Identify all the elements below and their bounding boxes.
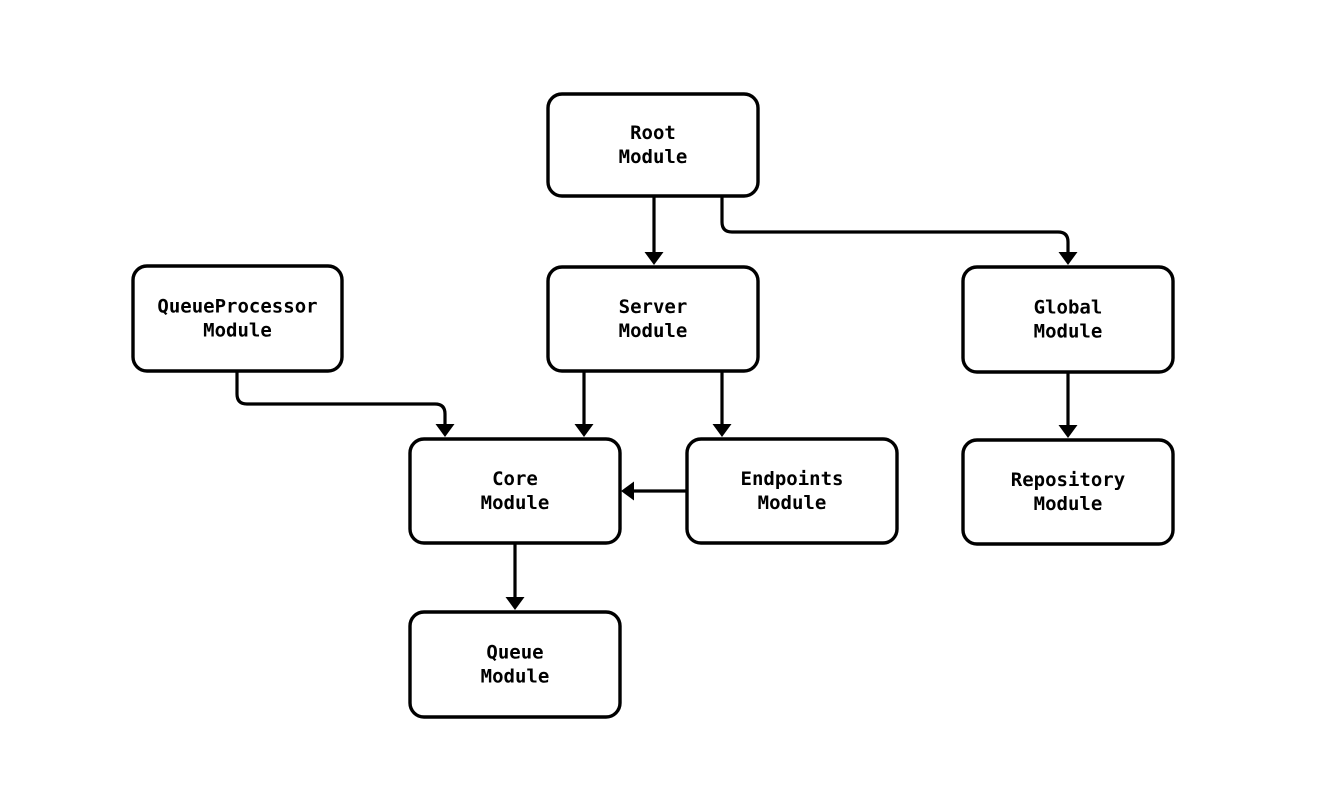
edge-root-to-global: [720, 196, 1078, 265]
node-label-line2: Module: [481, 665, 550, 687]
node-box[interactable]: [131, 264, 344, 373]
node-label-line1: Queue: [486, 641, 543, 663]
edge-line: [720, 196, 1070, 253]
arrowhead-icon: [712, 424, 732, 437]
node-box[interactable]: [546, 92, 760, 198]
arrowhead-icon: [621, 481, 634, 501]
node-label-line1: Repository: [1011, 469, 1125, 491]
node-label-line2: Module: [481, 491, 550, 513]
edge-queueprocessor-to-core: [235, 371, 455, 437]
edge-server-to-core: [574, 371, 594, 437]
edge-endpoints-to-core: [621, 481, 687, 501]
arrowhead-icon: [505, 597, 525, 610]
node-box[interactable]: [408, 610, 622, 719]
node-box[interactable]: [685, 437, 899, 545]
arrowhead-icon: [435, 424, 455, 437]
arrowhead-icon: [644, 252, 664, 265]
node-label-line2: Module: [203, 319, 272, 341]
edge-global-to-repository: [1058, 372, 1078, 438]
node-label-line1: QueueProcessor: [157, 295, 317, 317]
node-box[interactable]: [961, 438, 1175, 546]
edge-root-to-server: [644, 196, 664, 265]
edge-line: [235, 371, 447, 425]
arrowhead-icon: [1058, 425, 1078, 438]
node-box[interactable]: [546, 265, 760, 373]
node-label-line1: Server: [619, 296, 688, 318]
node-box[interactable]: [961, 265, 1175, 374]
edge-server-to-endpoints: [712, 371, 732, 437]
node-label-line2: Module: [619, 319, 688, 341]
node-label-line1: Core: [492, 468, 538, 490]
node-label-line1: Global: [1034, 296, 1103, 318]
edge-core-to-queue: [505, 543, 525, 610]
edge-layer: [235, 196, 1078, 610]
arrowhead-icon: [574, 424, 594, 437]
node-label-line1: Root: [630, 122, 676, 144]
node-label-line2: Module: [1034, 492, 1103, 514]
node-label-line2: Module: [619, 145, 688, 167]
node-label-line2: Module: [1034, 320, 1103, 342]
node-label-line1: Endpoints: [741, 468, 844, 490]
arrowhead-icon: [1058, 252, 1078, 265]
node-box[interactable]: [408, 437, 622, 545]
node-label-line2: Module: [758, 491, 827, 513]
